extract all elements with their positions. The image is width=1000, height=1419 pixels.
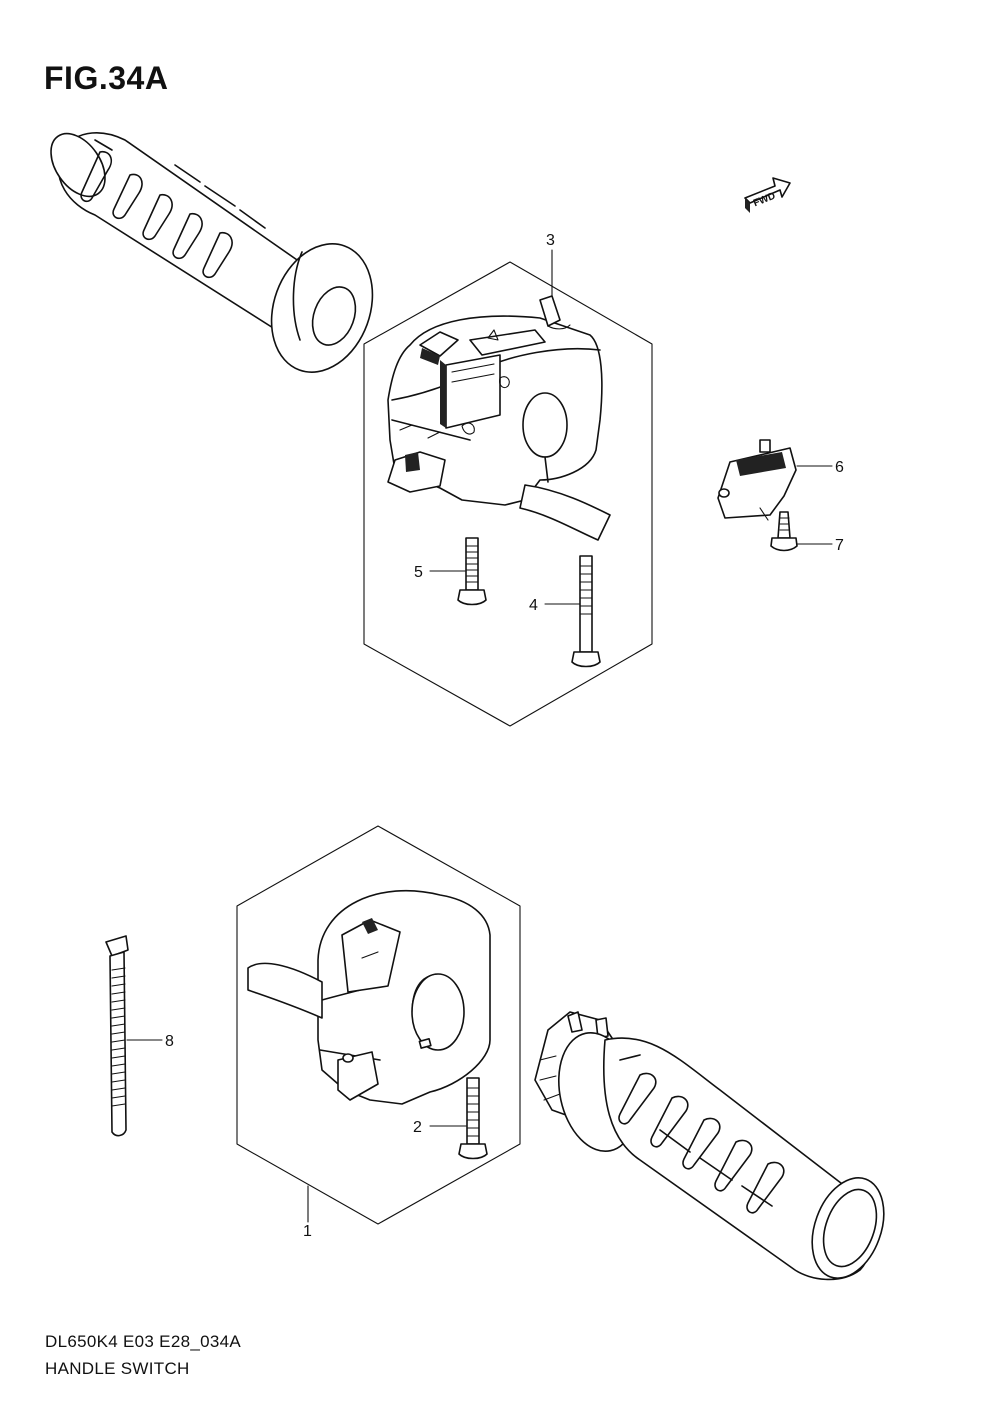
callout-5: 5 [414,564,423,581]
figure-title: FIG.34A [44,60,169,96]
cable-tie-part-8[interactable] [105,935,129,1137]
callout-6: 6 [835,459,844,476]
model-code: DL650K4 E03 E28_034A [45,1332,241,1351]
screw-part-5[interactable] [457,537,487,606]
switch-part-6[interactable] [717,439,797,521]
screw-part-2[interactable] [458,1077,488,1160]
assembly-outline-upper [363,261,653,727]
right-throttle-grip[interactable] [534,1011,897,1288]
callout-1: 1 [303,1223,312,1240]
callout-8: 8 [165,1033,174,1050]
left-handle-switch-housing[interactable] [387,295,611,541]
right-handle-switch-housing[interactable] [247,889,491,1105]
callout-2: 2 [413,1119,422,1136]
assembly-outline-lower [236,825,521,1225]
left-handlebar-grip[interactable] [40,124,390,387]
forward-direction-arrow: FWD [744,177,791,213]
callout-3: 3 [546,232,555,249]
section-name: HANDLE SWITCH [45,1359,190,1378]
screw-part-7[interactable] [770,511,798,552]
callout-7: 7 [835,537,844,554]
screw-part-4[interactable] [571,555,601,668]
callout-4: 4 [529,597,538,614]
